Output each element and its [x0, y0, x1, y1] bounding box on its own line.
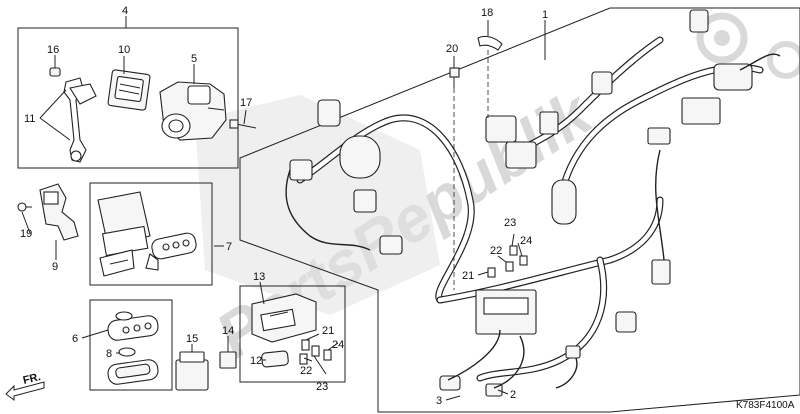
callout-7: 7 — [226, 241, 232, 253]
front-direction-indicator: FR. — [5, 371, 45, 401]
callout-6: 6 — [72, 333, 78, 345]
group-frame-6 — [89, 299, 173, 391]
group-frame-13 — [239, 285, 346, 383]
callout-3: 3 — [436, 395, 442, 407]
callout-20: 20 — [446, 43, 458, 55]
small-fuses-group-left — [299, 339, 332, 365]
group-frame-main-harness — [239, 7, 800, 413]
callout-24-left: 24 — [332, 339, 344, 351]
diagram-code: K783F4100A — [736, 400, 795, 411]
part-14-small-relay — [219, 351, 237, 369]
part-19-bolt — [17, 202, 32, 212]
callout-16: 16 — [47, 44, 59, 56]
callout-14: 14 — [222, 325, 234, 337]
part-8-battery — [118, 347, 136, 357]
part-6-fob-case — [107, 311, 159, 385]
callout-23-right: 23 — [504, 217, 516, 229]
part-5-ignition-switch — [159, 81, 227, 141]
callout-24-right: 24 — [520, 235, 532, 247]
part-12-fuse-holder — [261, 350, 289, 368]
leader-lines — [21, 16, 546, 401]
group-frame-7 — [89, 182, 213, 286]
callout-15: 15 — [186, 333, 198, 345]
callouts: 4 16 10 5 11 17 18 1 20 19 9 7 13 6 8 15… — [20, 5, 548, 407]
callout-17: 17 — [240, 97, 252, 109]
harness-connectors — [289, 9, 753, 397]
part-15-relay — [175, 351, 209, 391]
callout-13: 13 — [253, 271, 265, 283]
part-18-clamp — [477, 35, 503, 51]
part-11-bracket — [63, 77, 97, 163]
callout-21-right: 21 — [462, 270, 474, 282]
callout-22-right: 22 — [490, 245, 502, 257]
direction-label: FR. — [22, 371, 42, 387]
callout-22-left: 22 — [300, 365, 312, 377]
part-7-smart-unit — [97, 191, 151, 277]
arrow-left-icon — [5, 381, 45, 401]
callout-1: 1 — [542, 9, 548, 21]
group-frame-4 — [17, 27, 239, 169]
callout-8: 8 — [106, 348, 112, 360]
gear-watermark-icon — [696, 12, 800, 79]
part-9-sensor-bracket — [39, 183, 79, 241]
part-7-key-fob — [145, 232, 197, 271]
callout-23-left: 23 — [316, 381, 328, 393]
part-10-control-unit — [107, 69, 151, 111]
callout-5: 5 — [191, 53, 197, 65]
callout-11: 11 — [24, 113, 35, 125]
callout-21-left: 21 — [322, 325, 334, 337]
small-fuses-group-right — [487, 245, 528, 278]
callout-12: 12 — [250, 355, 262, 367]
part-17-bolt — [229, 119, 257, 129]
callout-4: 4 — [122, 5, 128, 17]
callout-18: 18 — [481, 7, 493, 19]
part-13-fuse-box — [251, 293, 317, 343]
callout-19: 19 — [20, 228, 32, 240]
branch-wires — [285, 53, 781, 389]
callout-2: 2 — [510, 389, 516, 401]
part-20-bolt — [449, 67, 460, 88]
callout-10: 10 — [118, 44, 130, 56]
callout-9: 9 — [52, 261, 58, 273]
part-16-screw — [49, 60, 61, 77]
